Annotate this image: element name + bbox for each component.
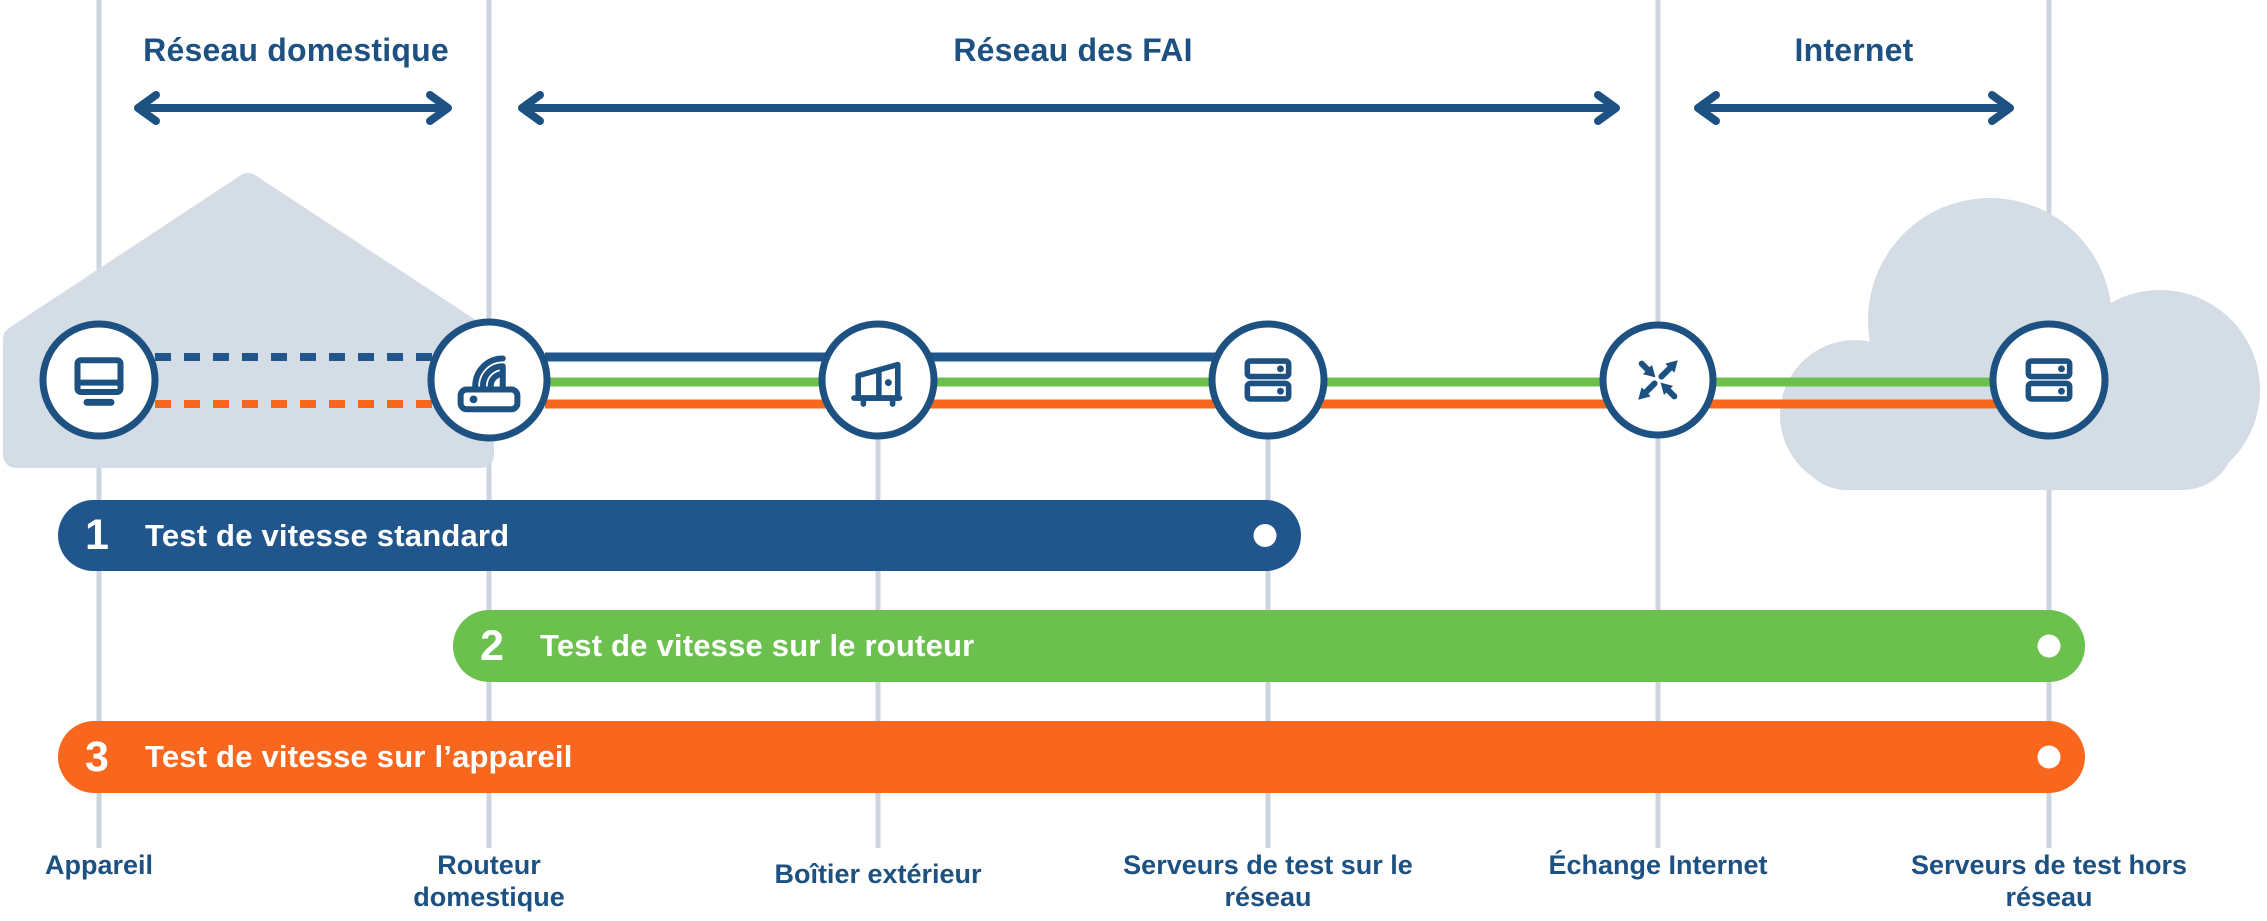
test-bar-standard-text: 1 Test de vitesse standard: [75, 500, 509, 571]
section-range-arrows: [134, 91, 2014, 125]
cloud-base: [1795, 385, 2235, 490]
node-label-network-server: Serveurs de test sur le réseau: [1098, 849, 1438, 913]
node-label-line: Routeur: [437, 850, 541, 880]
endpoint-dot-router: [2037, 634, 2061, 658]
offnet-server-node-circle: [1989, 320, 2109, 440]
node-label-offnet-server: Serveurs de test hors réseau: [1879, 849, 2219, 913]
home-network-range-arrow: [134, 91, 452, 125]
node-label-line: Serveurs de test hors: [1910, 850, 2188, 880]
node-label-line: Appareil: [44, 850, 154, 880]
section-label-internet: Internet: [1794, 32, 1914, 68]
node-label-line: réseau: [1224, 882, 1312, 912]
test-label: Test de vitesse sur le routeur: [540, 628, 975, 663]
section-label-home-network: Réseau domestique: [143, 32, 449, 68]
test-bar-standard: [58, 500, 1301, 571]
test-bar-router-text: 2 Test de vitesse sur le routeur: [470, 610, 974, 682]
device-icon: [74, 357, 124, 406]
section-label-isp-network: Réseau des FAI: [953, 32, 1193, 68]
test-bar-router: [453, 610, 2085, 682]
node-label-cabinet: Boîtier extérieur: [738, 858, 1018, 890]
internet-range-arrow: [1694, 91, 2014, 125]
street-cabinet-icon: [851, 361, 903, 407]
network-server-node-circle: [1208, 320, 1328, 440]
test-number: 3: [85, 732, 109, 781]
node-label-device: Appareil: [0, 849, 199, 881]
cloud-shape: [1780, 198, 2260, 490]
test-label: Test de vitesse standard: [145, 517, 510, 553]
node-label-exchange: Échange Internet: [1518, 849, 1798, 881]
test-bars: [58, 500, 2085, 793]
test-label: Test de vitesse sur l’appareil: [145, 739, 573, 774]
isp-network-range-arrow: [518, 91, 1620, 125]
test-number: 1: [85, 511, 109, 559]
endpoint-dot-standard: [1253, 524, 1277, 547]
node-label-line: réseau: [2005, 882, 2093, 912]
exchange-node-circle: [1599, 321, 1717, 439]
node-label-router: Routeur domestique: [379, 849, 599, 913]
network-test-server-icon: [1244, 358, 1292, 402]
node-circles: [39, 318, 2109, 442]
offnet-test-server-icon: [2025, 358, 2073, 402]
node-label-line: Échange Internet: [1548, 850, 1768, 880]
test-bar-device: [58, 721, 2085, 793]
endpoint-dot-device: [2037, 745, 2061, 769]
router-icon: [457, 355, 521, 413]
internet-exchange-icon: [1638, 360, 1678, 400]
test-number: 2: [480, 621, 504, 670]
node-label-line: Serveurs de test sur le: [1123, 850, 1413, 880]
node-label-line: domestique: [413, 882, 565, 912]
test-bar-device-text: 3 Test de vitesse sur l’appareil: [75, 721, 573, 793]
node-label-line: Boîtier extérieur: [774, 859, 982, 889]
